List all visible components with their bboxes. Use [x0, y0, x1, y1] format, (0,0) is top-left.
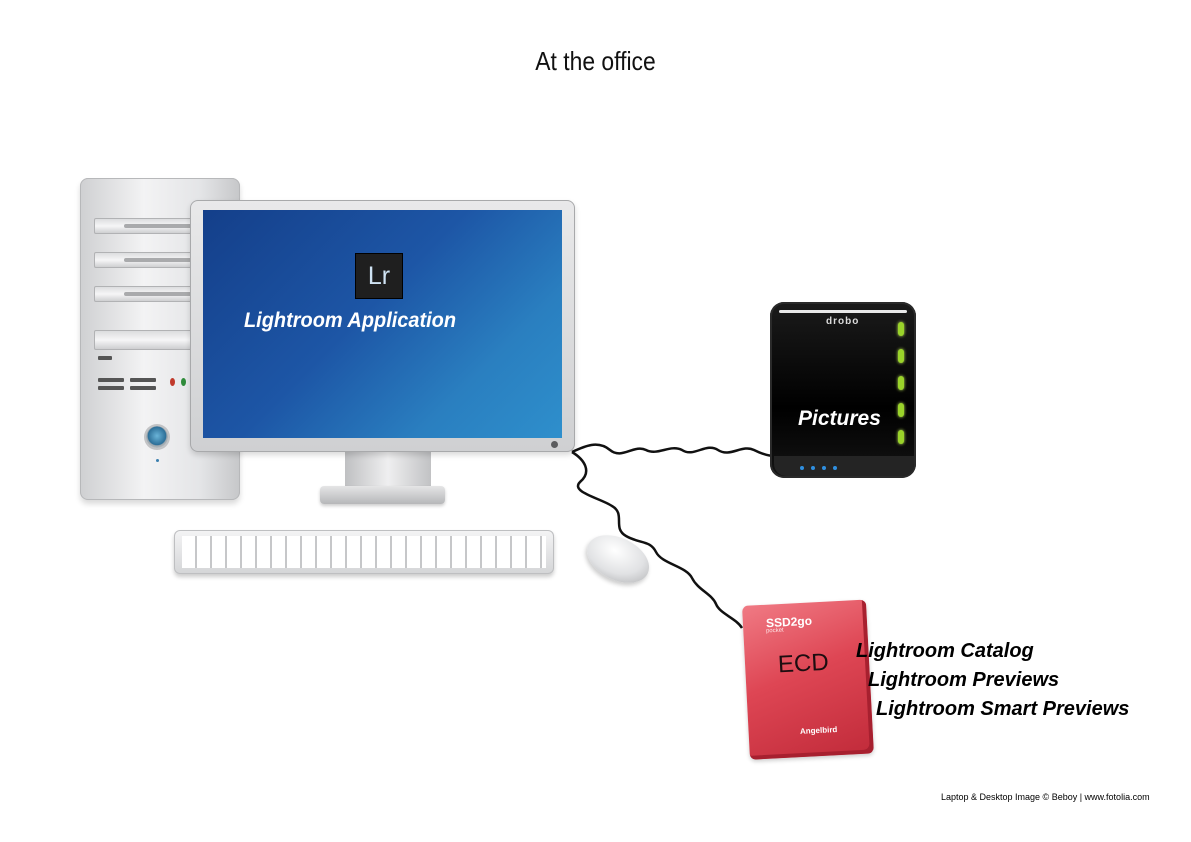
image-credit: Laptop & Desktop Image © Beboy | www.fot…: [941, 792, 1150, 802]
status-led: [898, 376, 904, 390]
nas-brand: drobo: [826, 316, 859, 327]
activity-led: [811, 466, 815, 470]
nas-device: [770, 302, 916, 478]
power-button-icon: [146, 426, 168, 448]
status-led: [898, 322, 904, 336]
power-led: [156, 459, 159, 462]
nas-top-stripe: [779, 310, 907, 313]
ssd-label: ECD: [777, 649, 829, 680]
monitor-stand-base: [320, 486, 445, 504]
activity-led: [822, 466, 826, 470]
nas-label: Pictures: [798, 407, 881, 431]
smart-previews-label: Lightroom Smart Previews: [876, 698, 1129, 721]
lightroom-logo-icon: Lr: [356, 254, 402, 298]
keyboard: [174, 530, 554, 574]
status-led: [898, 430, 904, 444]
audio-jack: [170, 378, 175, 386]
cable-to-nas: [572, 445, 775, 456]
activity-led: [800, 466, 804, 470]
card-slot: [98, 378, 124, 382]
status-led: [898, 403, 904, 417]
card-slot: [130, 386, 156, 390]
monitor-power-icon: [551, 441, 558, 448]
previews-label: Lightroom Previews: [868, 669, 1059, 692]
application-label: Lightroom Application: [244, 309, 456, 333]
nas-front-panel: [774, 456, 914, 476]
card-slot: [98, 386, 124, 390]
audio-jack: [181, 378, 186, 386]
catalog-label: Lightroom Catalog: [856, 640, 1034, 663]
ssd-subbrand: pocket: [766, 628, 784, 635]
activity-led: [833, 466, 837, 470]
status-led: [898, 349, 904, 363]
usb-port: [98, 356, 112, 360]
card-slot: [130, 378, 156, 382]
